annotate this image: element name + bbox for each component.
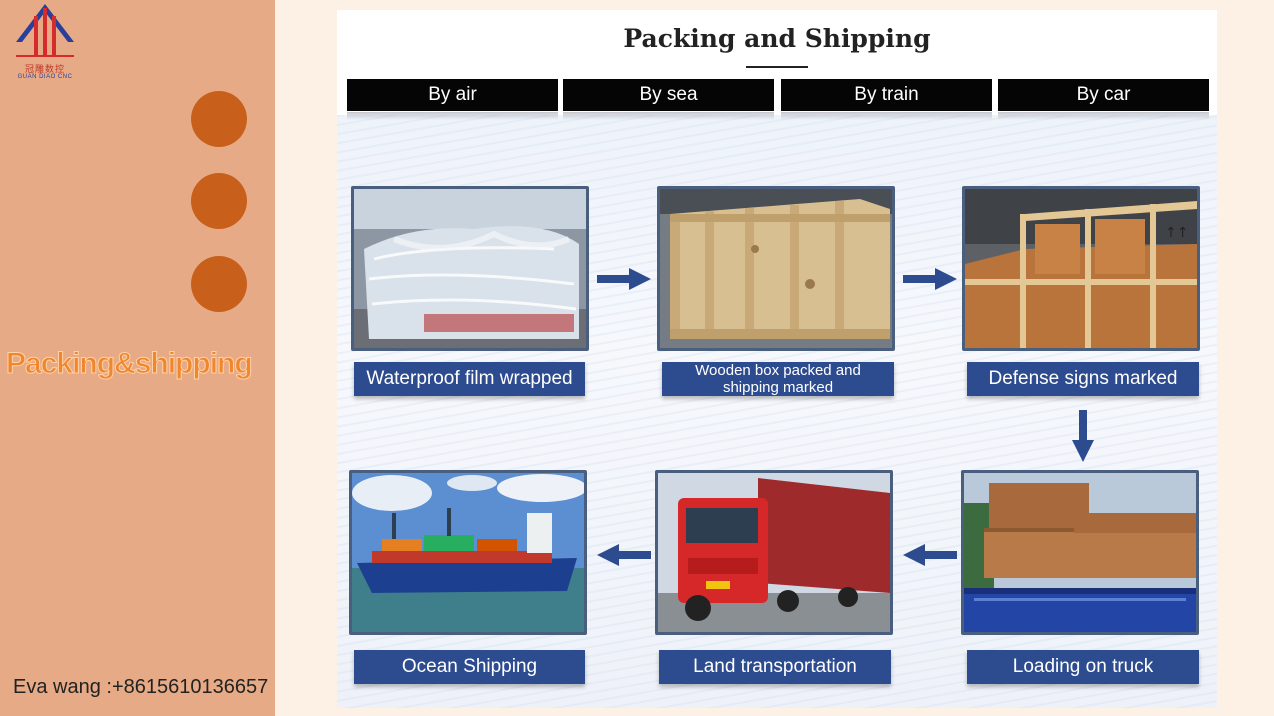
- contact-info: Eva wang :+8615610136657: [13, 676, 269, 698]
- caption-wooden-box: Wooden box packed and shipping marked: [662, 362, 894, 396]
- sidebar-title: Packing&shipping: [6, 347, 254, 381]
- caption-line: Wooden box packed and: [695, 362, 861, 379]
- logo-english-text: GUAN DIAO CNC: [17, 74, 73, 80]
- photo-film-wrapped-machine: [351, 186, 589, 351]
- tab-by-train[interactable]: By train: [781, 79, 992, 111]
- tab-by-air[interactable]: By air: [347, 79, 558, 111]
- company-logo: 冠雕数控 GUAN DIAO CNC: [8, 2, 88, 84]
- sidebar: 冠雕数控 GUAN DIAO CNC Packing&shipping Eva …: [0, 0, 275, 716]
- tab-by-car[interactable]: By car: [998, 79, 1209, 111]
- tab-shadow: [563, 112, 774, 120]
- arrow-left-icon: [903, 544, 957, 566]
- logo-chinese-text: 冠雕数控: [24, 65, 65, 75]
- decorative-dot: [191, 173, 247, 229]
- caption-line: shipping marked: [722, 379, 834, 396]
- title-underline: [746, 66, 808, 68]
- tab-shadow: [998, 112, 1209, 120]
- svg-text:↑↑: ↑↑: [1165, 225, 1188, 241]
- photo-red-truck: [655, 470, 893, 635]
- photo-wooden-box: [657, 186, 895, 351]
- decorative-dot: [191, 91, 247, 147]
- page-title: Packing and Shipping: [623, 24, 931, 53]
- arrow-right-icon: [903, 268, 957, 290]
- caption-ocean-shipping: Ocean Shipping: [354, 650, 585, 684]
- tab-shadow: [347, 112, 558, 120]
- photo-loaded-truck: [961, 470, 1199, 635]
- packing-shipping-panel: Packing and Shipping By air By sea By tr…: [337, 10, 1217, 708]
- caption-waterproof-film: Waterproof film wrapped: [354, 362, 585, 396]
- photo-cargo-ship: [349, 470, 587, 635]
- photo-crate-signs: ↑↑: [962, 186, 1200, 351]
- caption-defense-signs: Defense signs marked: [967, 362, 1199, 396]
- tab-shadow: [781, 112, 992, 120]
- caption-land-transportation: Land transportation: [659, 650, 891, 684]
- arrow-down-icon: [1072, 410, 1094, 462]
- tab-by-sea[interactable]: By sea: [563, 79, 774, 111]
- arrow-left-icon: [597, 544, 651, 566]
- caption-loading-truck: Loading on truck: [967, 650, 1199, 684]
- arrow-right-icon: [597, 268, 651, 290]
- logo-mark-icon: [16, 4, 74, 57]
- decorative-dot: [191, 256, 247, 312]
